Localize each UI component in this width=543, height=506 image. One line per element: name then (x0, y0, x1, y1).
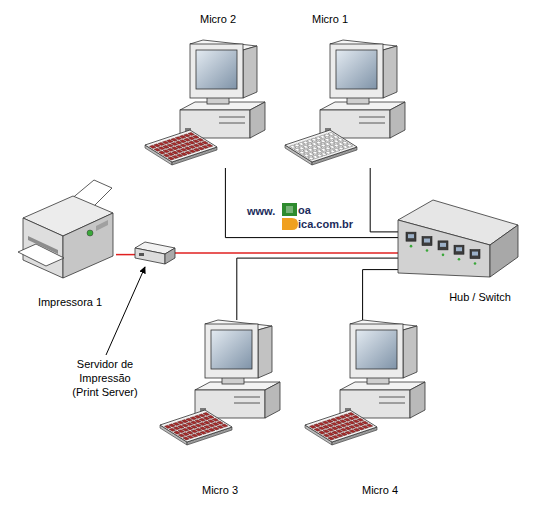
device-label: Micro 1 (300, 12, 360, 26)
logo-block-b (282, 203, 297, 216)
watermark-text: ica.com.br (298, 218, 353, 231)
device-label: Micro 2 (188, 12, 248, 26)
computer-illustration (285, 40, 405, 168)
hub-switch-node: Hub / Switch (398, 195, 518, 277)
network-cable (175, 252, 398, 254)
device-label: Impressora 1 (30, 295, 110, 309)
computer-illustration (305, 320, 425, 448)
computer-illustration (145, 40, 265, 168)
printer-illustration (18, 178, 116, 283)
printer-node: Impressora 1 (18, 178, 116, 283)
computer-illustration (160, 320, 280, 448)
hub-switch-illustration (398, 195, 518, 277)
network-cable (225, 168, 398, 238)
watermark-text: www. (247, 205, 275, 218)
device-label: Micro 3 (190, 483, 250, 497)
network-cable (116, 254, 135, 256)
leader-line (106, 267, 145, 355)
print-server-illustration (135, 242, 175, 264)
computer-node: Micro 1 (285, 40, 405, 168)
computer-node: Micro 3 (160, 320, 280, 448)
network-cable (370, 168, 398, 232)
network-cable (363, 270, 398, 320)
computer-node: Micro 4 (305, 320, 425, 448)
network-cable (237, 258, 398, 320)
logo-block-d (282, 218, 298, 230)
computer-node: Micro 2 (145, 40, 265, 168)
print-server-node: Servidor de Impressão (Print Server) (135, 242, 175, 264)
device-label: Hub / Switch (440, 290, 520, 304)
watermark-text: oa (298, 204, 311, 217)
logo-block-b-inner (286, 206, 293, 213)
device-label: Micro 4 (350, 483, 410, 497)
device-label: Servidor de Impressão (Print Server) (66, 357, 144, 399)
